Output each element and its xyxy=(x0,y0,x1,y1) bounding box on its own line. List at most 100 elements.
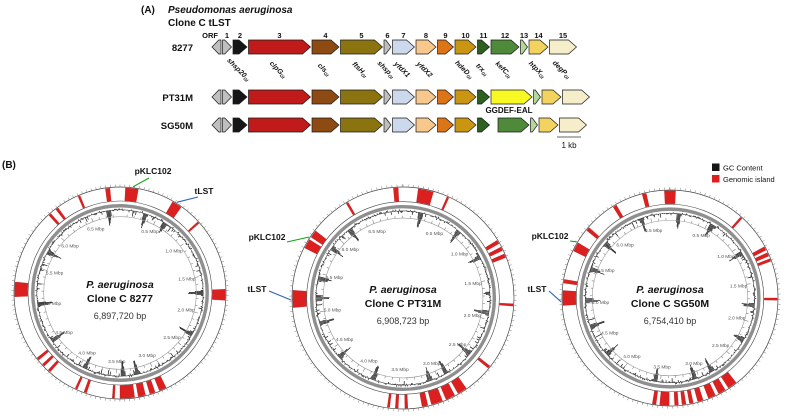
genomic-island xyxy=(451,377,467,394)
gene-arrow-orf5 xyxy=(340,117,384,133)
genome-species-2: P. aeruginosa xyxy=(369,284,437,296)
gene-arrow-orf10 xyxy=(454,89,477,105)
gene-arrow-orf15 xyxy=(559,117,588,133)
legend-swatch-island xyxy=(712,175,720,183)
mbp-label: 1.0 Mbp xyxy=(451,252,469,258)
genomic-island xyxy=(387,393,392,408)
outer-ticks xyxy=(559,187,781,409)
genomic-island xyxy=(499,302,514,307)
genomic-island xyxy=(75,376,83,390)
gene-arrow-orf10 xyxy=(454,117,477,133)
genomic-island xyxy=(212,289,226,301)
genome-strain-1: Clone C 8277 xyxy=(87,293,153,305)
genomic-island xyxy=(731,216,743,229)
genomic-island xyxy=(491,253,506,263)
gene-arrow-orf8 xyxy=(415,39,437,55)
mbp-label: 5.5 Mbp xyxy=(46,271,64,277)
panel-a-title-locus: Clone C tLST xyxy=(168,18,231,29)
genomic-island xyxy=(659,391,670,406)
gene-arrow-orf11 xyxy=(477,89,491,105)
genome-size-2: 6,908,723 bp xyxy=(377,316,430,326)
genomic-island xyxy=(652,390,658,405)
gene-arrow-orf11 xyxy=(477,39,491,55)
mbp-label: 2.0 Mbp xyxy=(728,315,746,321)
pklc102-label: pKLC102 xyxy=(249,232,286,242)
outer-ring xyxy=(561,189,779,407)
genomic-island xyxy=(310,230,327,245)
pklc102-label: pKLC102 xyxy=(532,231,569,241)
genomic-island xyxy=(395,394,399,409)
genome-strain-3: Clone C SG50M xyxy=(631,298,709,310)
tlst-leader-line xyxy=(176,196,199,203)
gene-arrow-orf14 xyxy=(541,89,562,105)
genomic-island xyxy=(427,388,443,405)
genomic-island xyxy=(687,389,694,404)
orf-number: 12 xyxy=(501,31,509,40)
genomic-island xyxy=(304,239,322,255)
genomic-island xyxy=(488,246,503,257)
mbp-label: 4.5 Mbp xyxy=(336,337,354,343)
genomic-island xyxy=(755,252,769,262)
mbp-label: 2.0 Mbp xyxy=(178,308,196,314)
gene-label: hdeDGI xyxy=(453,60,474,81)
gene-label: degPGI xyxy=(551,60,572,81)
genome-species-1: P. aeruginosa xyxy=(86,279,154,291)
tlst-leader-line xyxy=(268,290,292,301)
mbp-label: 2.0 Mbp xyxy=(464,313,482,319)
outer-ring xyxy=(291,186,515,410)
mbp-label: 5.5 Mbp xyxy=(326,275,344,281)
mbp-label: 6.0 Mbp xyxy=(342,247,360,253)
gc-baseline xyxy=(315,210,491,386)
genomic-island xyxy=(124,187,139,203)
genomic-island xyxy=(77,195,86,209)
mbp-label: 3.5 Mbp xyxy=(391,367,409,373)
genomic-island xyxy=(477,357,491,369)
genomic-island xyxy=(393,187,399,202)
gene-arrow-orf1 xyxy=(222,89,232,105)
pklc102-leader-line xyxy=(569,240,577,243)
mbp-label: 1.0 Mbp xyxy=(165,249,183,255)
genome-circle-2: 0.5 Mbp 1.0 Mbp 1.5 Mbp 2.0 Mbp 2.5 Mbp 3.0 M… xyxy=(248,184,517,412)
genomic-island xyxy=(586,227,600,239)
mbp-label: 4.5 Mbp xyxy=(601,331,619,337)
gene-arrow-orf1 xyxy=(222,117,232,133)
genomic-island xyxy=(36,349,49,361)
genomic-island xyxy=(187,221,200,233)
genomic-island xyxy=(642,193,650,208)
mbp-label: 0.5 Mbp xyxy=(426,231,444,237)
pklc102-leader-line xyxy=(286,236,310,243)
tlst-leader-line xyxy=(548,290,562,303)
mbp-label: 5.5 Mbp xyxy=(597,268,615,274)
mbp-label: 1.5 Mbp xyxy=(464,281,482,287)
gene-arrow-orf13 xyxy=(530,117,538,133)
mbp-label: 0.5 Mbp xyxy=(693,233,711,239)
strain-label-sg50m: SG50M xyxy=(161,121,193,132)
genomic-island xyxy=(47,360,59,373)
mbp-label: 3.0 Mbp xyxy=(423,361,441,367)
gene-label: shspGI xyxy=(375,60,396,81)
genomic-island xyxy=(562,290,577,306)
mbp-label: 4.5 Mbp xyxy=(55,330,73,336)
genomic-island xyxy=(721,371,737,389)
orf-number: 15 xyxy=(559,31,567,40)
genomic-island xyxy=(345,202,356,216)
gene-arrow-orf1 xyxy=(222,39,232,55)
gene-arrow-orf3 xyxy=(248,89,312,105)
mbp-label: 5.0 Mbp xyxy=(592,300,610,306)
orf-number: 11 xyxy=(480,31,488,40)
genomic-island xyxy=(573,242,590,257)
orf-number: 2 xyxy=(238,31,242,40)
outer-ring xyxy=(13,186,227,400)
mbp-label: 2.5 Mbp xyxy=(449,342,467,348)
genomic-island xyxy=(764,297,778,301)
legend-label-island: Genomic island xyxy=(723,175,775,184)
scale-ring xyxy=(43,216,197,370)
genomic-island xyxy=(563,279,578,286)
orf-number: 8 xyxy=(424,31,428,40)
genomic-island xyxy=(154,375,167,391)
gene-label: htpXGI xyxy=(527,60,547,80)
genomic-island xyxy=(673,391,679,406)
genome-size-1: 6,897,720 bp xyxy=(94,311,147,321)
gene-arrow-orf13 xyxy=(520,39,528,55)
